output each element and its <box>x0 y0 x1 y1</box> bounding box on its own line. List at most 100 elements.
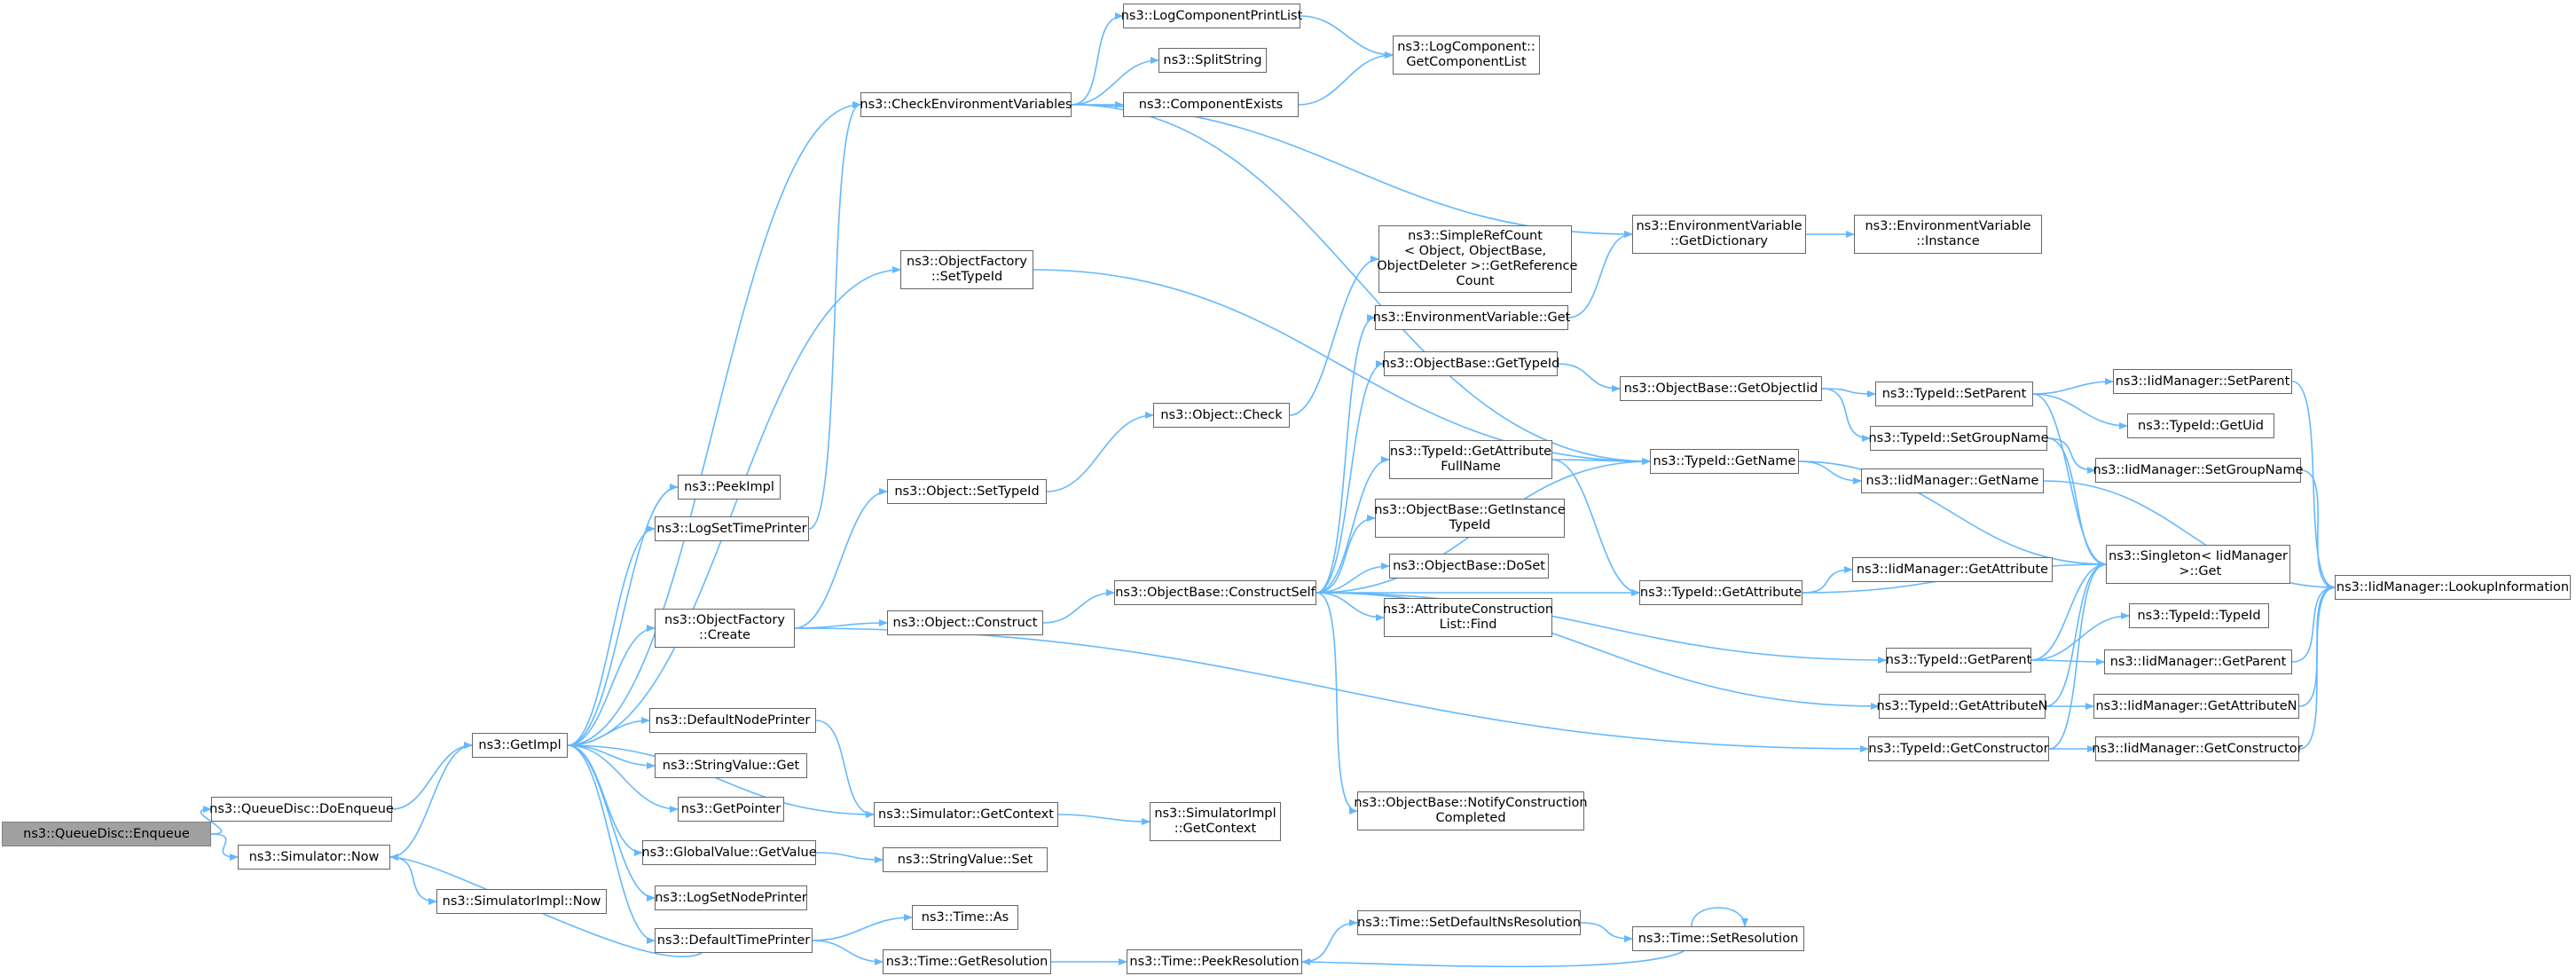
node-getpointer[interactable]: ns3::GetPointer <box>678 797 784 822</box>
node-attrconstructionlistfind[interactable]: ns3::AttributeConstruction List::Find <box>1383 598 1553 637</box>
node-notifyconstruction[interactable]: ns3::ObjectBase::NotifyConstruction Comp… <box>1354 791 1588 830</box>
edge-constructself-to-typeidgetparent <box>1315 592 1887 664</box>
node-typeidgetattributen[interactable]: ns3::TypeId::GetAttributeN <box>1877 694 2048 719</box>
node-timepeekresolution[interactable]: ns3::Time::PeekResolution <box>1127 949 1302 974</box>
edge-defaultnodeprinter-to-simgetcontext <box>815 720 875 818</box>
node-peekimpl[interactable]: ns3::PeekImpl <box>678 475 781 500</box>
node-typeidsetgroupname[interactable]: ns3::TypeId::SetGroupName <box>1868 426 2049 451</box>
node-stringvalueget[interactable]: ns3::StringValue::Get <box>655 753 807 778</box>
node-objbasegetinstancetypeid[interactable]: ns3::ObjectBase::GetInstance TypeId <box>1374 499 1566 538</box>
edge-typeidgetname-to-singletonget <box>1798 460 2107 568</box>
node-label: ns3::StringValue::Set <box>897 852 1033 867</box>
node-objfactorysettypeid[interactable]: ns3::ObjectFactory ::SetTypeId <box>900 250 1033 289</box>
node-label: ns3::Time::SetDefaultNsResolution <box>1357 915 1581 930</box>
node-stringvalueset[interactable]: ns3::StringValue::Set <box>883 847 1048 872</box>
node-iidsetgroupname[interactable]: ns3::IidManager::SetGroupName <box>2093 458 2304 483</box>
node-simnow[interactable]: ns3::Simulator::Now <box>238 845 390 870</box>
edge-getimpl-to-checkenv <box>567 101 861 746</box>
node-checkenv[interactable]: ns3::CheckEnvironmentVariables <box>860 92 1072 117</box>
node-doenqueue[interactable]: ns3::QueueDisc::DoEnqueue <box>209 797 394 822</box>
node-typeidgetattributefullname[interactable]: ns3::TypeId::GetAttribute FullName <box>1389 440 1552 479</box>
node-timesetdefaultns[interactable]: ns3::Time::SetDefaultNsResolution <box>1357 910 1581 935</box>
node-typeidgetattribute[interactable]: ns3::TypeId::GetAttribute <box>1639 580 1802 605</box>
node-typeidgetname[interactable]: ns3::TypeId::GetName <box>1650 449 1799 474</box>
node-globalvaluegetvalue[interactable]: ns3::GlobalValue::GetValue <box>641 840 817 865</box>
node-componentexists[interactable]: ns3::ComponentExists <box>1123 92 1299 117</box>
node-typeidgetuid[interactable]: ns3::TypeId::GetUid <box>2127 413 2274 438</box>
edge-defaulttimeprinter-to-timeas <box>812 914 913 941</box>
node-label: ns3::LogSetTimePrinter <box>656 521 807 536</box>
edge-objfactorycreate-to-objectconstruct <box>794 619 888 629</box>
node-splitstring[interactable]: ns3::SplitString <box>1158 48 1267 73</box>
edge-logcomponentprintlist-to-logcomponentgetlist <box>1300 15 1394 59</box>
node-label: ns3::IidManager::SetGroupName <box>2093 462 2304 477</box>
node-label: ns3::IidManager::GetAttributeN <box>2095 698 2297 713</box>
edge-getimpl-to-logsetnodeprinter <box>567 744 656 901</box>
edge-objbasegettypeid-to-objbasegetobjectiid <box>1557 363 1621 392</box>
node-typeidgetparent[interactable]: ns3::TypeId::GetParent <box>1886 648 2031 673</box>
edge-constructself-to-objbasegetinstancetypeid <box>1315 515 1376 594</box>
node-objbasegettypeid[interactable]: ns3::ObjectBase::GetTypeId <box>1382 351 1559 376</box>
node-label: ns3::CheckEnvironmentVariables <box>860 97 1072 112</box>
node-iidgetattribute[interactable]: ns3::IidManager::GetAttribute <box>1852 557 2053 582</box>
edge-objbasegetobjectiid-to-typeidsetparent <box>1821 388 1876 397</box>
node-timeas[interactable]: ns3::Time::As <box>912 905 1018 930</box>
node-label: ns3::Singleton< IidManager >::Get <box>2109 549 2288 579</box>
node-iidsetparent[interactable]: ns3::IidManager::SetParent <box>2113 369 2292 394</box>
node-objbasegetobjectiid[interactable]: ns3::ObjectBase::GetObjectIid <box>1620 376 1822 401</box>
node-iidgetname[interactable]: ns3::IidManager::GetName <box>1861 468 2044 493</box>
node-singletonget[interactable]: ns3::Singleton< IidManager >::Get <box>2106 545 2290 584</box>
node-label: ns3::ObjectFactory ::SetTypeId <box>907 255 1027 284</box>
node-label: ns3::GetPointer <box>680 801 781 816</box>
edge-simnow-to-simimplnow <box>389 856 437 905</box>
node-label: ns3::AttributeConstruction List::Find <box>1382 602 1554 632</box>
node-label: ns3::SplitString <box>1163 52 1262 67</box>
node-label: ns3::TypeId::GetConstructor <box>1868 741 2049 756</box>
node-envvarinstance[interactable]: ns3::EnvironmentVariable ::Instance <box>1854 215 2042 254</box>
edge-objectcheck-to-simplerefcount <box>1289 256 1379 416</box>
node-label: ns3::Simulator::Now <box>248 849 380 864</box>
node-iidgetconstructor[interactable]: ns3::IidManager::GetConstructor <box>2092 736 2303 761</box>
node-logcomponentgetlist[interactable]: ns3::LogComponent:: GetComponentList <box>1393 35 1540 75</box>
node-simplerefcount[interactable]: ns3::SimpleRefCount < Object, ObjectBase… <box>1377 225 1577 293</box>
node-objectsettypeid[interactable]: ns3::Object::SetTypeId <box>887 479 1047 504</box>
node-timegetresolution[interactable]: ns3::Time::GetResolution <box>883 949 1051 974</box>
node-defaultnodeprinter[interactable]: ns3::DefaultNodePrinter <box>649 708 816 733</box>
node-typeidsetparent[interactable]: ns3::TypeId::SetParent <box>1875 382 2033 406</box>
edge-typeidgetattributefullname-to-typeidgetname <box>1551 457 1651 465</box>
node-label: ns3::QueueDisc::DoEnqueue <box>209 801 394 816</box>
node-label: ns3::Time::PeekResolution <box>1129 954 1300 969</box>
node-typeidgetconstructor[interactable]: ns3::TypeId::GetConstructor <box>1868 736 2049 761</box>
node-iidgetattributen[interactable]: ns3::IidManager::GetAttributeN <box>2093 694 2299 719</box>
node-simgetcontext[interactable]: ns3::Simulator::GetContext <box>874 802 1058 827</box>
node-envvargetdictionary[interactable]: ns3::EnvironmentVariable ::GetDictionary <box>1632 215 1806 254</box>
node-simimplgetcontext[interactable]: ns3::SimulatorImpl ::GetContext <box>1150 802 1281 841</box>
node-objbasedoset[interactable]: ns3::ObjectBase::DoSet <box>1389 554 1549 579</box>
edge-globalvaluegetvalue-to-stringvalueset <box>815 852 884 863</box>
node-label: ns3::ObjectBase::DoSet <box>1393 558 1545 573</box>
edge-simgetcontext-to-simimplgetcontext <box>1057 814 1151 825</box>
edge-typeidsetgroupname-to-iidsetgroupname <box>2046 437 2096 474</box>
node-constructself[interactable]: ns3::ObjectBase::ConstructSelf <box>1114 580 1316 605</box>
node-logsettimeprinter[interactable]: ns3::LogSetTimePrinter <box>655 516 809 541</box>
node-envvarget[interactable]: ns3::EnvironmentVariable::Get <box>1373 305 1570 330</box>
edge-iidgetconstructor-to-iidlookupinformation <box>2298 584 2336 750</box>
node-objectconstruct[interactable]: ns3::Object::Construct <box>887 610 1043 635</box>
node-objfactorycreate[interactable]: ns3::ObjectFactory ::Create <box>655 609 795 648</box>
node-defaulttimeprinter[interactable]: ns3::DefaultTimePrinter <box>655 928 813 953</box>
node-simimplnow[interactable]: ns3::SimulatorImpl::Now <box>436 889 607 914</box>
node-getimpl[interactable]: ns3::GetImpl <box>472 733 568 758</box>
edge-defaulttimeprinter-to-simnow <box>389 854 703 958</box>
node-label: ns3::Time::GetResolution <box>885 954 1048 969</box>
node-objectcheck[interactable]: ns3::Object::Check <box>1153 403 1290 428</box>
node-timesetresolution[interactable]: ns3::Time::SetResolution <box>1632 926 1804 951</box>
node-iidgetparent[interactable]: ns3::IidManager::GetParent <box>2104 649 2292 674</box>
node-logsetnodeprinter[interactable]: ns3::LogSetNodePrinter <box>655 885 807 910</box>
node-iidlookupinformation[interactable]: ns3::IidManager::LookupInformation <box>2335 575 2571 600</box>
edge-objbasegetobjectiid-to-typeidsetgroupname <box>1821 388 1871 442</box>
node-typeidtypeid[interactable]: ns3::TypeId::TypeId <box>2129 603 2269 628</box>
edge-typeidgetparent-to-singletonget <box>2030 561 2107 661</box>
node-logcomponentprintlist[interactable]: ns3::LogComponentPrintList <box>1121 4 1302 28</box>
node-enqueue[interactable]: ns3::QueueDisc::Enqueue <box>2 822 211 846</box>
